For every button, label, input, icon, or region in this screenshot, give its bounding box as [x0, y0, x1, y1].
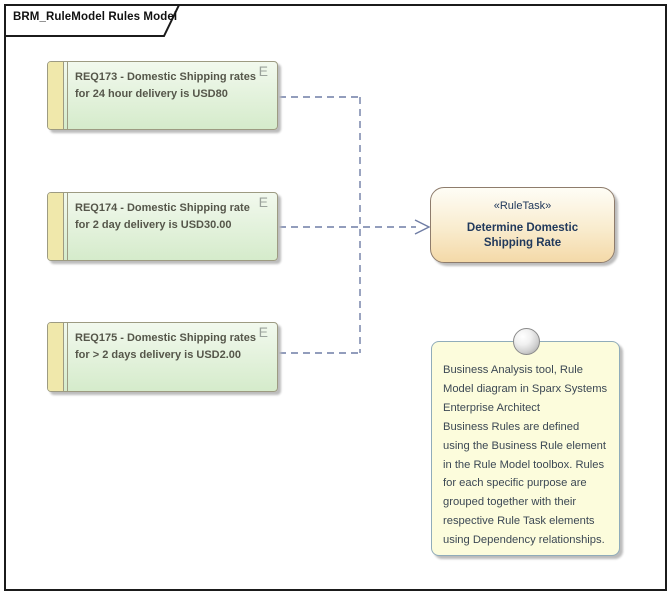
- external-requirement-icon: E: [258, 63, 268, 79]
- note-text: Business Analysis tool, Rule Model diagr…: [443, 364, 608, 547]
- requirement-side-strip: [48, 62, 64, 129]
- diagram-frame: [4, 4, 667, 591]
- requirement-element-req173[interactable]: REQ173 - Domestic Shipping rates for 24 …: [47, 61, 278, 130]
- external-requirement-icon: E: [258, 324, 268, 340]
- requirement-strip-divider: [67, 323, 68, 391]
- rule-task-element[interactable]: «RuleTask» Determine Domestic Shipping R…: [430, 187, 615, 263]
- requirement-text: REQ173 - Domestic Shipping rates for 24 …: [75, 71, 256, 100]
- diagram-title: BRM_RuleModel Rules Model: [13, 11, 178, 23]
- rule-task-name: Determine Domestic Shipping Rate: [466, 221, 579, 249]
- note-element[interactable]: Business Analysis tool, Rule Model diagr…: [431, 341, 620, 556]
- requirement-strip-divider: [67, 193, 68, 260]
- note-pin-icon: [513, 328, 540, 355]
- requirement-text: REQ174 - Domestic Shipping rate for 2 da…: [75, 202, 250, 231]
- requirement-strip-divider: [67, 62, 68, 129]
- requirement-side-strip: [48, 193, 64, 260]
- frame-tab: [4, 4, 181, 37]
- rule-task-stereotype: «RuleTask»: [493, 199, 552, 212]
- requirement-side-strip: [48, 323, 64, 391]
- requirement-element-req174[interactable]: REQ174 - Domestic Shipping rate for 2 da…: [47, 192, 278, 261]
- frame-tab-shape: [4, 4, 181, 37]
- dependency-arrowhead-icon: [414, 219, 431, 235]
- requirement-element-req175[interactable]: REQ175 - Domestic Shipping rates for > 2…: [47, 322, 278, 392]
- external-requirement-icon: E: [258, 194, 268, 210]
- requirement-text: REQ175 - Domestic Shipping rates for > 2…: [75, 332, 256, 361]
